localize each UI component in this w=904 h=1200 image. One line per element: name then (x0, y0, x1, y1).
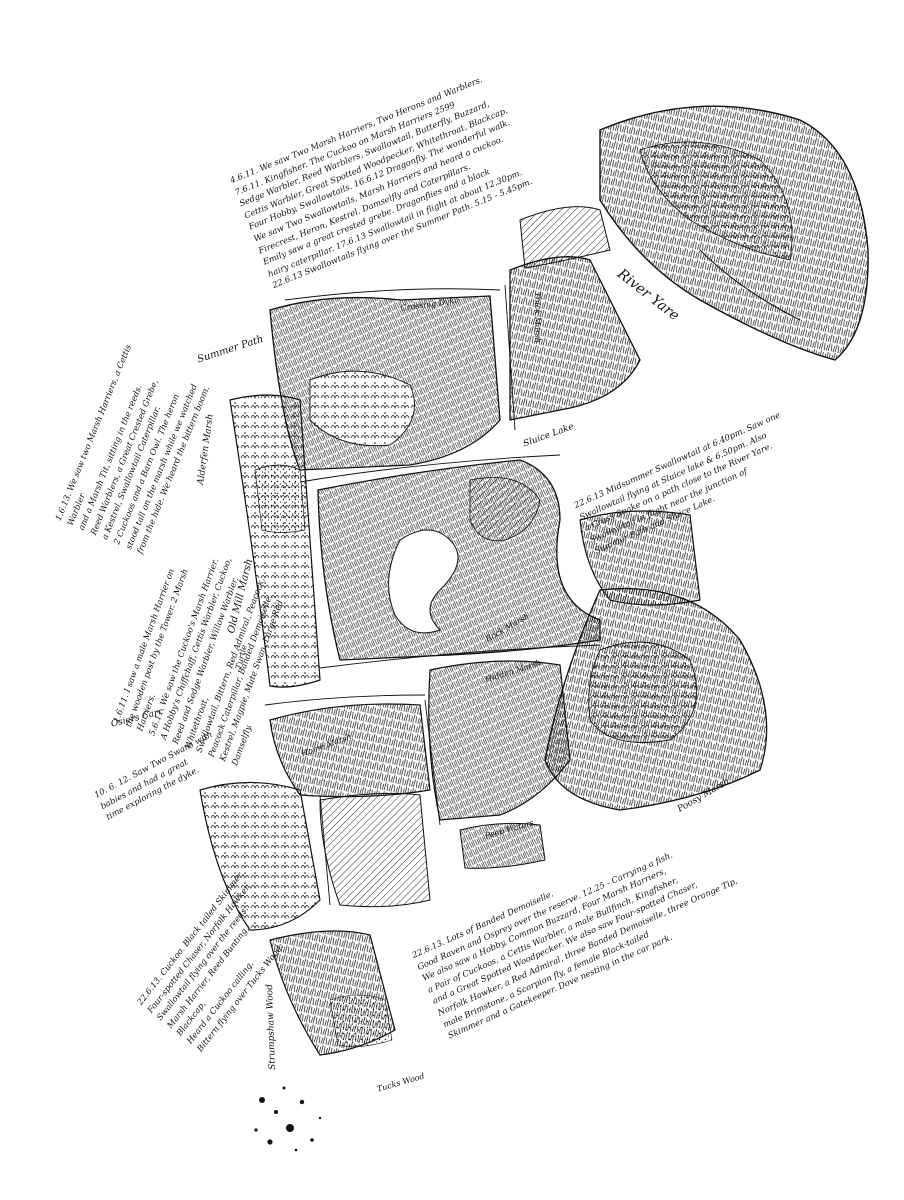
central-marsh (317, 459, 701, 661)
bottom-left-blocks (199, 781, 396, 1056)
label-thick-marsh: Thick Marsh (533, 292, 542, 343)
upper-marshes (269, 206, 641, 471)
lower-right-marsh (544, 587, 768, 811)
river-marsh-block (599, 105, 869, 361)
paths (264, 284, 601, 906)
left-wood-strip (229, 394, 321, 688)
middle-lower-marshes (269, 660, 571, 908)
ink-splatter (254, 1086, 322, 1152)
